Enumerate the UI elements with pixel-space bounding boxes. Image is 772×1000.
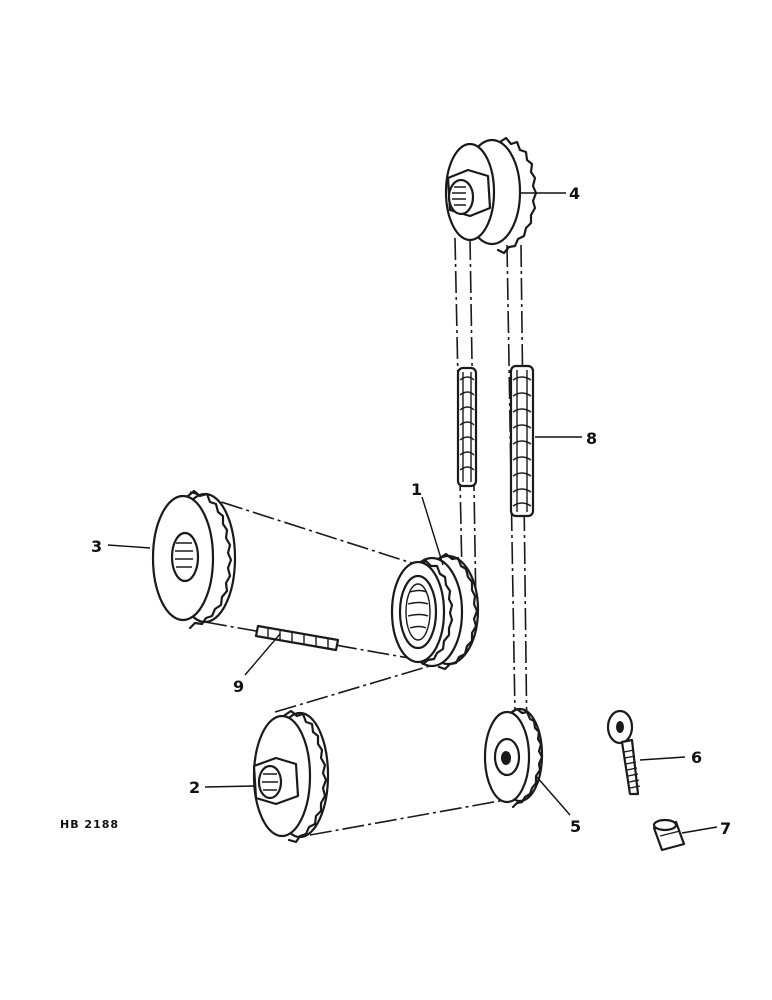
chain-path-lines	[189, 237, 528, 836]
chain-segment-upper-left	[456, 366, 478, 488]
callout-label-2: 2	[189, 778, 200, 797]
callout-label-7: 7	[720, 819, 731, 838]
sprocket-3	[151, 489, 237, 630]
sprocket-1	[390, 552, 480, 671]
callout-label-6: 6	[691, 748, 702, 767]
callout-label-8: 8	[586, 429, 597, 448]
sprocket-4	[444, 136, 538, 255]
callout-label-4: 4	[569, 184, 580, 203]
callout-label-9: 9	[233, 677, 244, 696]
figure-reference-number: HB 2188	[60, 818, 119, 831]
callout-leaders	[107, 192, 718, 834]
eye-bolt-6	[606, 709, 641, 796]
sprocket-2	[252, 709, 330, 844]
chain-segment-8	[509, 364, 535, 518]
chain-segment-9	[254, 624, 340, 652]
callout-label-5: 5	[570, 817, 581, 836]
sprocket-5	[483, 707, 544, 809]
spacer-7	[652, 818, 686, 852]
callout-label-3: 3	[91, 537, 102, 556]
callout-label-1: 1	[411, 480, 422, 499]
